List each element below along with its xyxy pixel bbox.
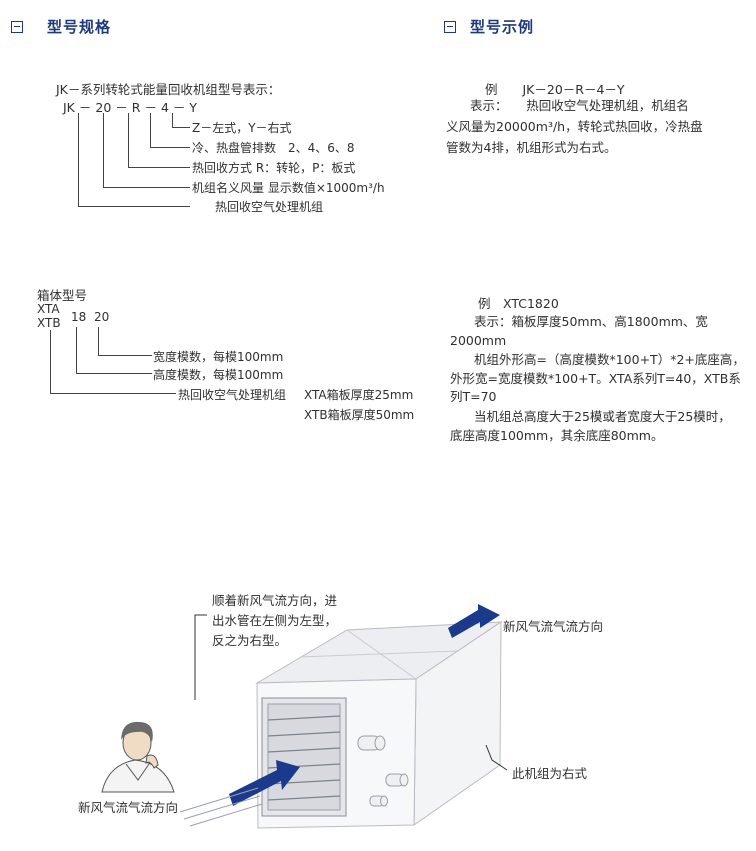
inlet-arrow-icon xyxy=(229,760,300,806)
bracket-line xyxy=(172,127,190,128)
box-example-line: 表示：箱板厚度50mm、高1800mm、宽 xyxy=(474,314,708,329)
example-line: 表示： 热回收空气处理机组，机组名 xyxy=(470,98,689,113)
unit-label-leader xyxy=(485,744,508,771)
code-part: － xyxy=(172,100,186,115)
bracket-line xyxy=(103,113,104,188)
code-part: 20 xyxy=(95,100,112,115)
note-leader-line xyxy=(194,614,207,700)
example-code: 例 JK－20－R－4－Y xyxy=(485,82,625,97)
note-line: 出水管在左侧为左型， xyxy=(212,613,338,628)
code-part: 4 xyxy=(160,100,169,115)
legend-item: 热回收空气处理机组 xyxy=(215,200,324,214)
box-example-line: 机组外形高=（高度模数*100+T）*2+底座高， xyxy=(474,352,745,367)
note-line: 反之为右型。 xyxy=(212,633,288,648)
louvre-blades xyxy=(267,715,341,801)
box-example-line: 底座高度100mm，其余底座80mm。 xyxy=(450,428,664,443)
person-icon xyxy=(101,721,175,793)
box-example-code: 例 XTC1820 xyxy=(478,296,559,311)
outlet-arrow-icon xyxy=(448,604,500,638)
box-legend-height: 高度模数，每模100mm xyxy=(153,368,284,382)
bracket-line xyxy=(103,187,190,188)
section-title-model-spec: 型号规格 xyxy=(47,18,112,36)
bracket-line xyxy=(150,147,190,148)
box-code-xtb: XTB xyxy=(37,316,61,330)
code-part: R xyxy=(131,100,141,115)
box-thickness-xtb: XTB箱板厚度50mm xyxy=(304,408,415,422)
legend-item: 热回收方式 R：转轮，P：板式 xyxy=(192,161,356,175)
outlet-flow-label: 新风气流气流方向 xyxy=(503,619,604,634)
legend-item: 冷、热盘管排数 2、4、6、8 xyxy=(192,141,355,155)
bracket-line xyxy=(76,373,152,374)
flow-direction-note: 顺着新风气流方向，进 出水管在左侧为左型， 反之为右型。 xyxy=(212,591,337,651)
code-part: Y xyxy=(189,100,198,115)
code-part: － xyxy=(78,100,92,115)
inlet-flow-label: 新风气流气流方向 xyxy=(78,800,179,815)
legend-item: 机组名义风量 显示数值×1000m³/h xyxy=(192,181,385,195)
bracket-line xyxy=(50,393,176,394)
box-legend-width: 宽度模数，每模100mm xyxy=(153,350,284,364)
section-marker-icon xyxy=(444,21,456,33)
box-code-xta: XTA xyxy=(37,302,60,316)
code-part: － xyxy=(115,100,128,115)
box-example-line: 2000mm xyxy=(450,333,507,348)
bracket-line xyxy=(150,113,151,148)
unit-type-label: 此机组为右式 xyxy=(512,766,588,781)
code-part: － xyxy=(144,100,157,115)
box-example-line: 当机组总高度大于25模或者宽度大于25模时， xyxy=(474,409,731,424)
box-code-width: 20 xyxy=(94,310,110,324)
bracket-line xyxy=(98,327,99,356)
legend-item: Z－左式，Y－右式 xyxy=(192,121,292,135)
pipe-icon xyxy=(357,735,409,807)
bracket-line xyxy=(128,113,129,168)
note-line: 顺着新风气流方向，进 xyxy=(212,593,338,608)
example-line: 义风量为20000m³/h，转轮式热回收，冷热盘 xyxy=(446,119,703,134)
bracket-line xyxy=(78,206,190,207)
model-code: JK － 20 － R － 4 － Y xyxy=(63,97,197,116)
bracket-line xyxy=(76,327,77,374)
air-handling-unit-illustration xyxy=(101,604,508,829)
box-model-title: 箱体型号 xyxy=(37,288,88,303)
example-line: 管数为4排，机组形式为右式。 xyxy=(446,140,617,155)
bracket-line xyxy=(50,330,51,394)
bracket-line xyxy=(78,113,79,207)
box-code-height: 18 xyxy=(71,310,87,324)
bracket-line xyxy=(98,355,152,356)
box-legend-unit: 热回收空气处理机组 xyxy=(178,388,287,402)
bracket-line xyxy=(128,167,190,168)
box-thickness-xta: XTA箱板厚度25mm xyxy=(304,388,414,402)
code-part: JK xyxy=(63,100,75,115)
bracket-line xyxy=(172,113,173,128)
box-example-line: 列T=70 xyxy=(450,389,497,404)
section-title-model-example: 型号示例 xyxy=(470,18,535,36)
box-example-line: 外形宽=宽度模数*100+T。XTA系列T=40，XTB系 xyxy=(450,371,741,386)
model-description: JK－系列转轮式能量回收机组型号表示： xyxy=(56,82,281,97)
section-marker-icon xyxy=(11,21,23,33)
